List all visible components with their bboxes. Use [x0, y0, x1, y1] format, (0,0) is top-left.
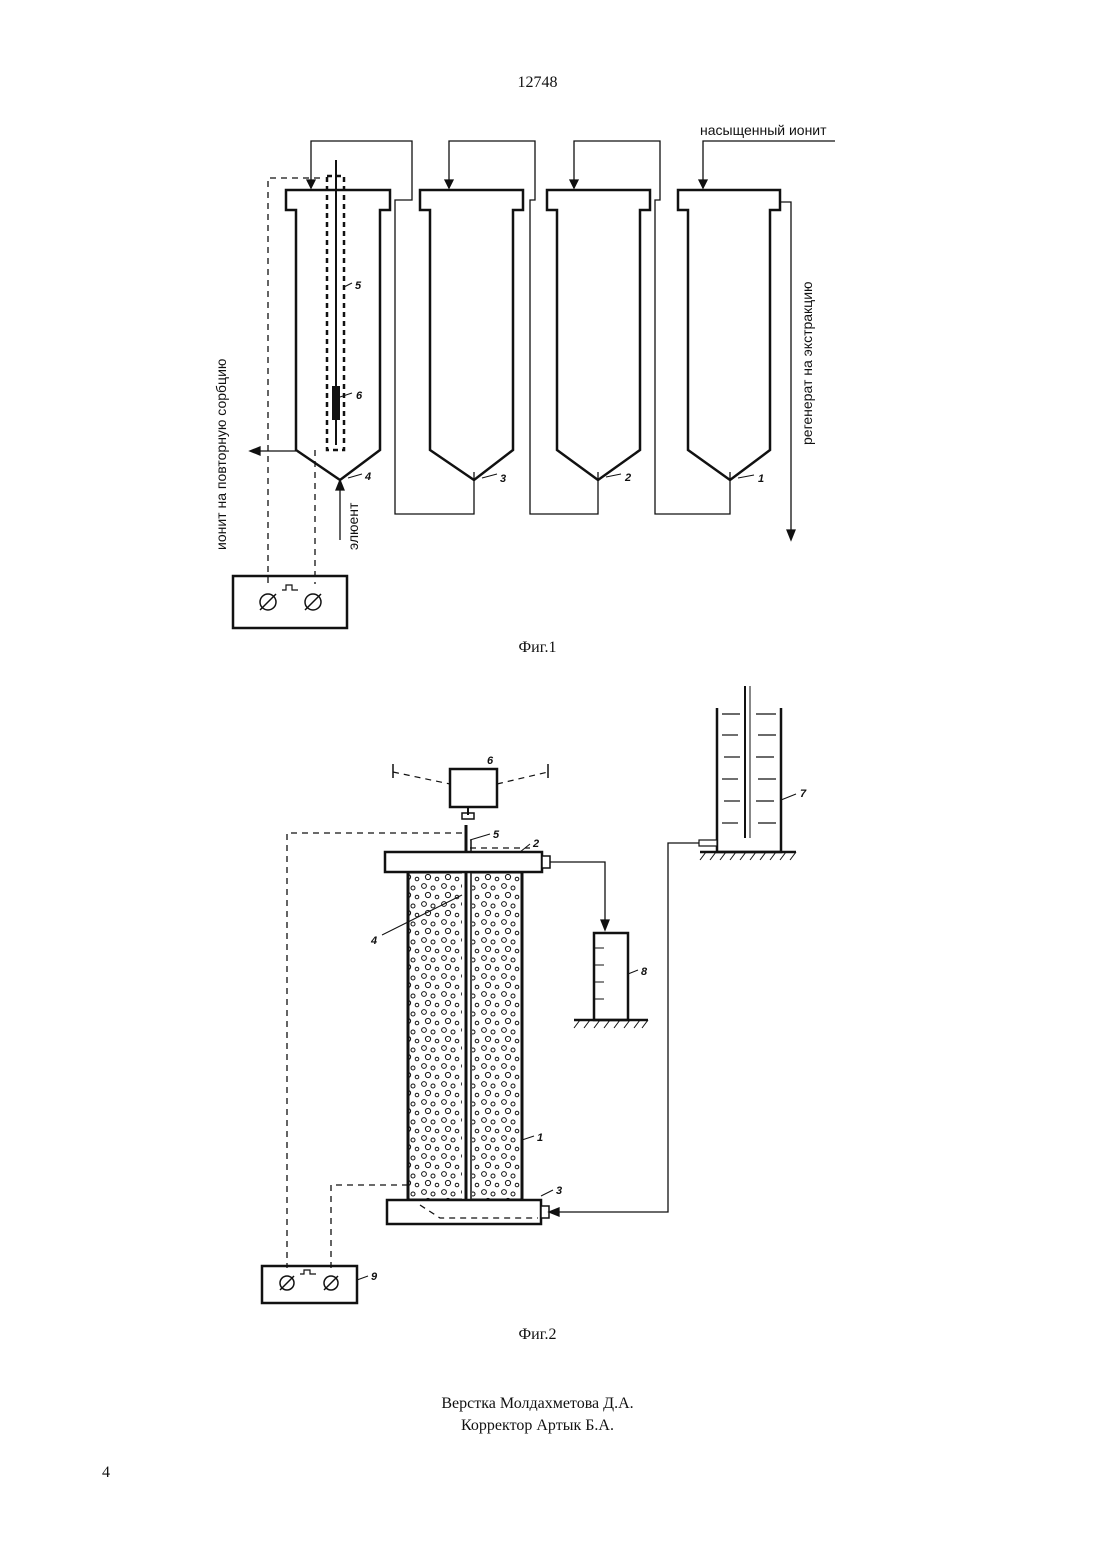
- eluent-reservoir: [699, 686, 796, 860]
- layout-credit: Верстка Молдахметова Д.А.: [0, 1393, 1075, 1415]
- column-body: [408, 825, 522, 1200]
- top-cap: [385, 852, 542, 872]
- footer-credits: Верстка Молдахметова Д.А. Корректор Арты…: [0, 1393, 1075, 1437]
- fig2-label-6: 6: [487, 755, 494, 767]
- power-supply-box-2: [262, 1266, 357, 1303]
- fig2-label-5: 5: [493, 829, 500, 841]
- fig2-label-9: 9: [371, 1271, 378, 1283]
- fig2-label-7: 7: [800, 788, 807, 800]
- bottom-cap: [387, 1200, 541, 1224]
- fig2-label-3: 3: [556, 1185, 562, 1197]
- receiver-cylinder: [574, 933, 648, 1028]
- figure-2-diagram: 6 5 2 4 1 3 7 8 9: [0, 0, 1100, 1320]
- page-number: 4: [102, 1464, 110, 1482]
- fig2-label-4: 4: [370, 935, 377, 947]
- fig2-label-1: 1: [537, 1132, 543, 1144]
- corrector-credit: Корректор Артык Б.А.: [0, 1415, 1075, 1437]
- fig2-label-8: 8: [641, 966, 648, 978]
- vibrator-unit: [393, 764, 548, 819]
- figure-2-caption: Фиг.2: [0, 1326, 1075, 1344]
- fig2-label-2: 2: [532, 838, 539, 850]
